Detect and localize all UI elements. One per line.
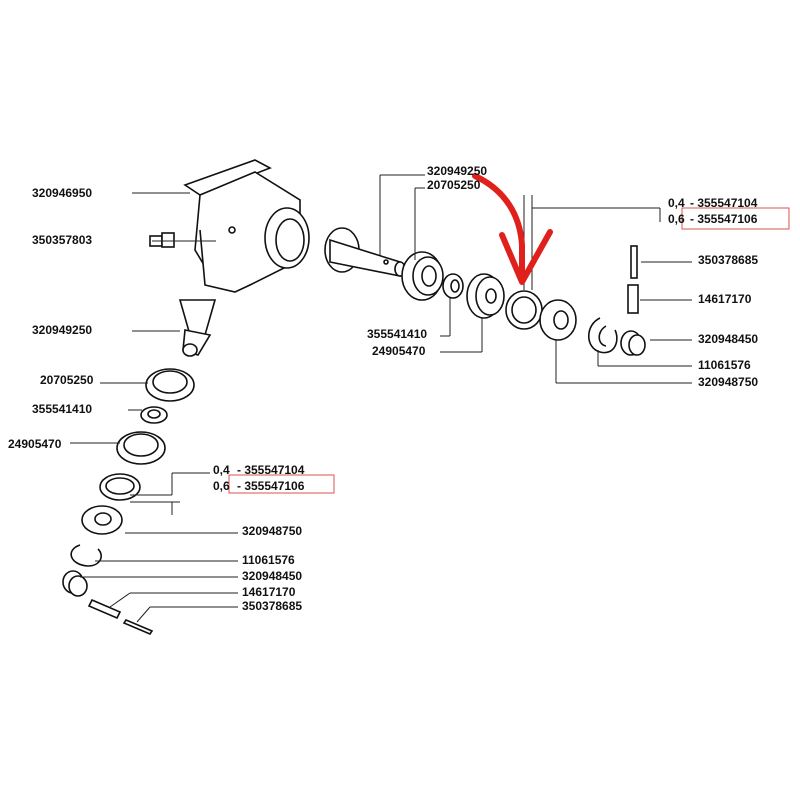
label-bearing-top: 20705250	[427, 178, 481, 192]
pin-left-drawing	[122, 619, 154, 635]
grease-nipple-drawing	[149, 232, 175, 248]
gear-housing-drawing	[183, 159, 310, 293]
bearing-top-drawing	[401, 251, 444, 301]
washer-left-drawing	[140, 406, 168, 424]
label-washer-left: 355541410	[32, 402, 92, 416]
washer-right-drawing	[442, 273, 464, 299]
label-needle-right: 14617170	[698, 292, 752, 306]
label-seal-right: 320948750	[698, 375, 758, 389]
annotation-arrow	[472, 173, 553, 285]
needle-right-drawing	[627, 284, 639, 314]
label-bevel-gear-left: 320949250	[32, 323, 92, 337]
label-shim-right-04: 0,4	[668, 196, 685, 210]
label-needle-left: 14617170	[242, 585, 296, 599]
label-shim-left-04-code: - 355547104	[237, 463, 305, 477]
label-circlip-left: 11061576	[242, 553, 295, 567]
label-shim-right-04-code: - 355547104	[690, 196, 758, 210]
label-shim-right-06: 0,6	[668, 212, 685, 226]
label-seal-left: 320948750	[242, 524, 302, 538]
label-bush-right: 320948450	[698, 332, 758, 346]
label-shaft-top: 320949250	[427, 164, 487, 178]
label-shim-left-06: 0,6	[213, 479, 230, 493]
label-pin-right: 350378685	[698, 253, 758, 267]
seal-left-drawing	[81, 505, 123, 535]
bush-left-drawing	[62, 570, 88, 597]
top-shaft-drawing	[324, 227, 406, 277]
bush-right-drawing	[620, 330, 646, 356]
bearing2-left-drawing	[116, 431, 166, 465]
highlight-box-right	[681, 207, 790, 230]
seal-right-drawing	[539, 299, 577, 341]
leader-lines	[70, 174, 692, 623]
label-shim-left-06-code: - 355547106	[237, 479, 305, 493]
bearing2-right-drawing	[466, 273, 505, 319]
label-bearing2-right: 24905470	[372, 344, 426, 358]
circlip-left-drawing	[70, 544, 102, 567]
label-grease-nipple: 350357803	[32, 233, 92, 247]
circlip-right-drawing	[587, 317, 618, 354]
label-gear-housing: 320946950	[32, 186, 92, 200]
bearing-left-drawing	[145, 368, 195, 402]
label-bearing2-left: 24905470	[8, 437, 62, 451]
label-bush-left: 320948450	[242, 569, 302, 583]
label-pin-left: 350378685	[242, 599, 302, 613]
label-shim-right-06-code: - 355547106	[690, 212, 758, 226]
label-shim-left-04: 0,4	[213, 463, 230, 477]
needle-left-drawing	[87, 598, 122, 620]
label-bearing-left: 20705250	[40, 373, 94, 387]
pin-right-drawing	[630, 245, 638, 279]
label-circlip-right: 11061576	[698, 358, 751, 372]
shim-right-drawing	[505, 290, 543, 330]
label-washer-right: 355541410	[367, 327, 427, 341]
bevel-gear-left-drawing	[178, 299, 217, 357]
highlight-box-left	[228, 474, 335, 494]
shim-left-drawing	[99, 473, 141, 501]
